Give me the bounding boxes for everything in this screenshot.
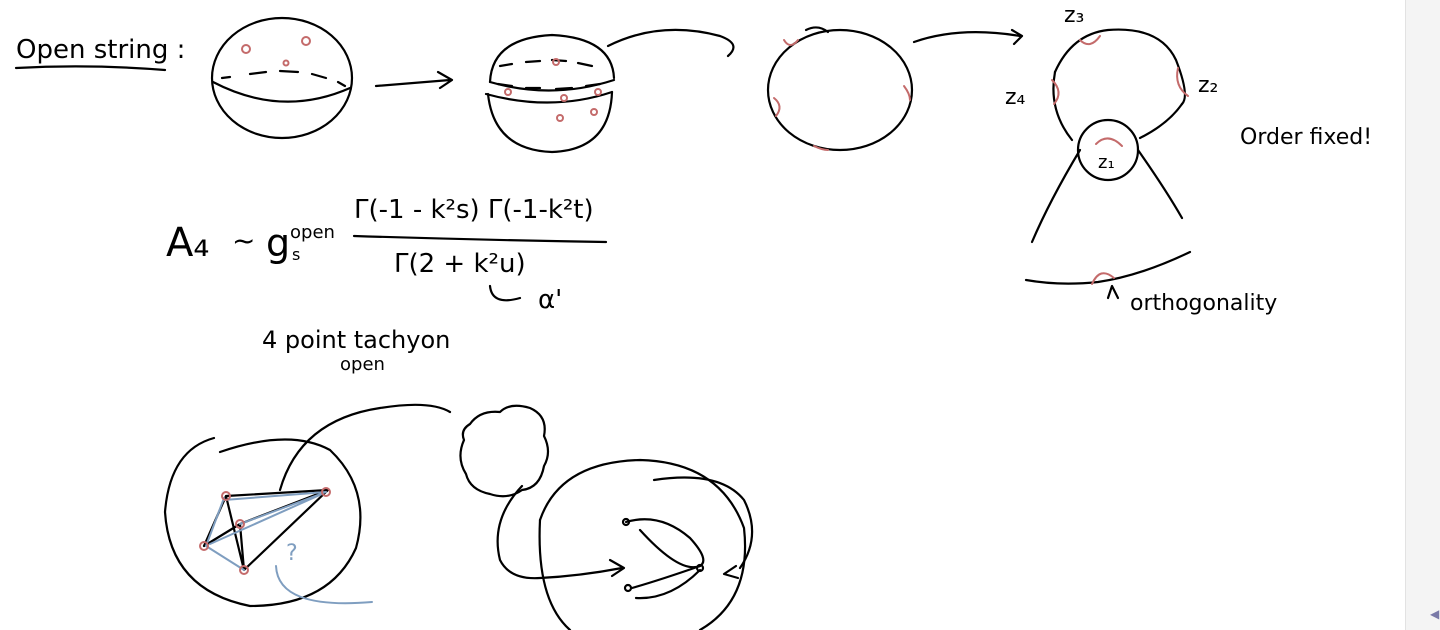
vertical-scrollbar[interactable]	[1405, 0, 1440, 630]
whiteboard-drawing: Open string :	[14, 3, 1372, 630]
label-z3: z₃	[1064, 3, 1084, 28]
label-z4: z₄	[1005, 85, 1026, 110]
caption-open: open	[340, 354, 385, 375]
amplitude-formula: A₄ ~ g open s Γ(-1 - k²s) Γ(-1-k²t) Γ(2 …	[166, 195, 608, 315]
disk-triangulation	[163, 403, 452, 608]
fraction-bar	[352, 234, 608, 244]
amplitude-denominator: Γ(2 + k²u)	[394, 249, 526, 279]
caption-4-point-tachyon: 4 point tachyon	[262, 326, 450, 354]
whiteboard-canvas[interactable]: Open string :	[0, 0, 1405, 630]
label-z1: z₁	[1098, 152, 1115, 173]
amplitude-sim: ~	[232, 224, 255, 257]
amplitude-coupling: g	[266, 221, 290, 265]
orthogonality-sketch	[1024, 250, 1192, 300]
alpha-pointer	[488, 284, 522, 302]
note-order-fixed: Order fixed!	[1240, 125, 1372, 150]
cut-sphere	[484, 33, 616, 154]
question-mark: ?	[286, 541, 298, 566]
amplitude-lhs: A₄	[166, 220, 209, 266]
amplitude-numerator: Γ(-1 - k²s) Γ(-1-k²t)	[354, 195, 594, 225]
disk-labeled-points	[1030, 28, 1189, 244]
arrow-2	[606, 28, 735, 58]
label-z2: z₂	[1198, 73, 1218, 98]
arrow-1	[374, 70, 454, 90]
disk-with-boundary-punctures	[766, 26, 914, 152]
wavy-blob	[459, 404, 550, 498]
amplitude-coupling-sub: s	[292, 245, 300, 264]
arrow-3	[912, 28, 1024, 46]
amplitude-alpha: α'	[538, 285, 562, 315]
heading-open-string: Open string :	[16, 35, 185, 65]
sphere-with-punctures	[210, 16, 354, 140]
label-orthogonality: orthogonality	[1130, 291, 1277, 316]
scroll-arrow-icon[interactable]: ◀	[1430, 607, 1440, 621]
disk-with-arrows	[496, 458, 754, 630]
heading-underline	[14, 65, 167, 72]
amplitude-coupling-sup: open	[290, 222, 335, 243]
